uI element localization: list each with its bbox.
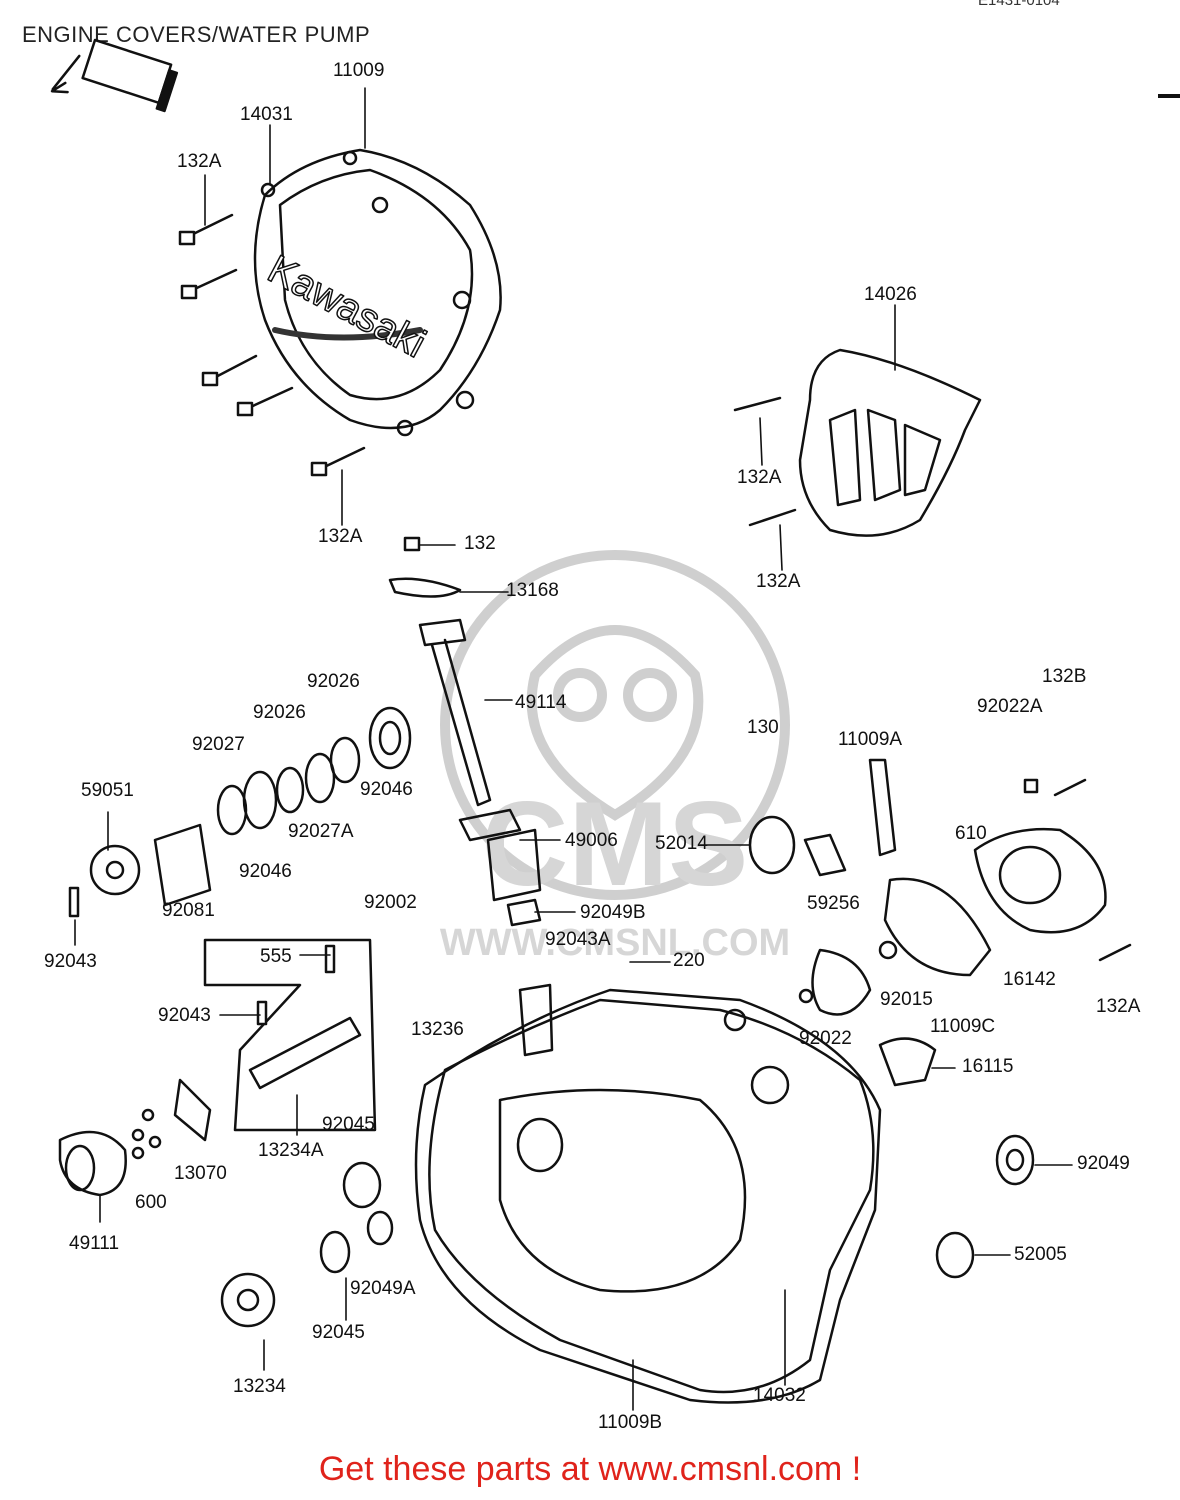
diagram-title: ENGINE COVERS/WATER PUMP — [22, 22, 371, 47]
part-label-92043: 92043 — [158, 1005, 211, 1026]
diagram-code: E1431-0104 — [978, 0, 1060, 9]
part-label-92046: 92046 — [360, 779, 413, 800]
part-label-92015: 92015 — [880, 989, 933, 1010]
part-label-13236: 13236 — [411, 1019, 464, 1040]
part-label-92043: 92043 — [44, 951, 97, 972]
part-label-14031: 14031 — [240, 104, 293, 125]
part-label-11009a: 11009A — [838, 729, 903, 750]
part-label-92022: 92022 — [799, 1028, 852, 1049]
part-label-13070: 13070 — [174, 1163, 227, 1184]
part-label-132: 132 — [464, 533, 496, 554]
part-label-92049b: 92049B — [580, 902, 646, 923]
part-label-16142: 16142 — [1003, 969, 1056, 990]
watermark-brand: CMS — [482, 777, 749, 911]
part-label-13234: 13234 — [233, 1376, 286, 1397]
part-label-92045: 92045 — [312, 1322, 365, 1343]
part-label-16115: 16115 — [962, 1056, 1014, 1077]
part-label-132a: 132A — [1096, 996, 1141, 1017]
part-label-92026: 92026 — [253, 702, 306, 723]
part-label-49114: 49114 — [515, 692, 567, 713]
part-label-92026: 92026 — [307, 671, 360, 692]
part-group-box — [203, 938, 377, 1132]
part-label-132a: 132A — [318, 526, 363, 547]
footer-banner: Get these parts at www.cmsnl.com ! — [0, 1450, 1180, 1489]
part-label-92022a: 92022A — [977, 696, 1043, 717]
part-label-130: 130 — [747, 717, 779, 738]
part-label-14032: 14032 — [753, 1385, 806, 1406]
part-label-92045: 92045 — [322, 1114, 375, 1135]
part-label-11009b: 11009B — [598, 1412, 663, 1433]
part-label-13234a: 13234A — [258, 1140, 324, 1161]
part-label-220: 220 — [673, 950, 705, 971]
part-label-92002: 92002 — [364, 892, 417, 913]
bolt-132a-group — [178, 213, 366, 477]
clutch-cover: Kawasaki — [253, 148, 502, 437]
water-pump-shaft — [388, 536, 554, 1057]
impeller-parts — [58, 1078, 394, 1328]
part-label-132b: 132B — [1042, 666, 1087, 687]
part-label-132a: 132A — [177, 151, 222, 172]
part-label-92027a: 92027A — [288, 821, 354, 842]
part-label-59051: 59051 — [81, 780, 134, 801]
part-label-49111: 49111 — [69, 1233, 120, 1254]
part-label-11009c: 11009C — [930, 1016, 996, 1037]
part-label-132a: 132A — [737, 467, 782, 488]
part-label-52005: 52005 — [1014, 1244, 1067, 1265]
footer-link[interactable]: Get these parts at www.cmsnl.com ! — [318, 1450, 862, 1488]
part-label-92081: 92081 — [162, 900, 215, 921]
washer-stack — [68, 706, 412, 918]
part-label-49006: 49006 — [565, 830, 618, 851]
part-label-92027: 92027 — [192, 734, 245, 755]
part-label-600: 600 — [135, 1192, 167, 1213]
part-label-610: 610 — [955, 823, 987, 844]
part-label-92049a: 92049A — [350, 1278, 416, 1299]
part-label-555: 555 — [260, 946, 292, 967]
corner-mark — [1158, 94, 1180, 98]
crankcase-cover — [414, 988, 882, 1404]
part-label-132a: 132A — [756, 571, 801, 592]
part-label-52014: 52014 — [655, 833, 708, 854]
part-label-11009: 11009 — [333, 60, 385, 81]
watermark-url: WWW.CMSNL.COM — [440, 922, 790, 964]
front-arrow-icon — [50, 38, 179, 113]
part-label-13168: 13168 — [506, 580, 559, 601]
part-label-14026: 14026 — [864, 284, 917, 305]
cms-watermark: CMS WWW.CMSNL.COM — [440, 550, 790, 964]
sprocket-cover — [733, 348, 982, 537]
part-label-92049: 92049 — [1077, 1153, 1130, 1174]
leader-lines — [74, 87, 1073, 1411]
part-label-92046: 92046 — [239, 861, 292, 882]
part-label-59256: 59256 — [807, 893, 860, 914]
part-label-92043a: 92043A — [545, 929, 611, 950]
